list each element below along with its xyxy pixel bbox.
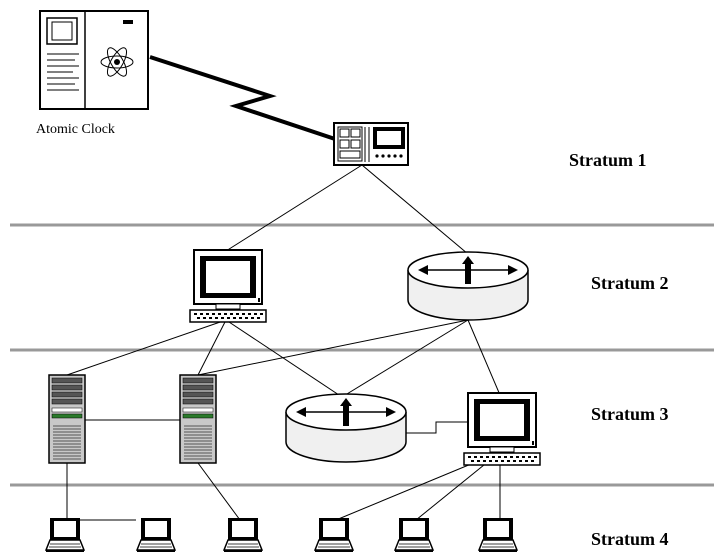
laptop-icon: [45, 517, 85, 553]
workstation-icon: [189, 249, 267, 323]
stratum-2-label: Stratum 2: [591, 273, 669, 293]
stratum-4-label: Stratum 4: [591, 529, 669, 549]
server-tower-icon: [179, 374, 217, 464]
laptop-icon: [223, 517, 263, 553]
radio-link-bolt: [149, 55, 339, 142]
atomic-clock-icon: [39, 10, 149, 110]
atomic-clock-label: Atomic Clock: [36, 122, 115, 137]
router-icon: [285, 393, 407, 463]
laptop-icon: [394, 517, 434, 553]
connection-lines: [66, 164, 501, 521]
workstation-icon: [463, 392, 541, 466]
server-tower-icon: [48, 374, 86, 464]
time-server-icon: [333, 122, 409, 166]
stratum-3-label: Stratum 3: [591, 404, 669, 424]
router-icon: [407, 251, 529, 321]
laptop-icon: [314, 517, 354, 553]
stratum-1-label: Stratum 1: [569, 150, 647, 170]
laptop-icon: [478, 517, 518, 553]
laptop-icon: [136, 517, 176, 553]
